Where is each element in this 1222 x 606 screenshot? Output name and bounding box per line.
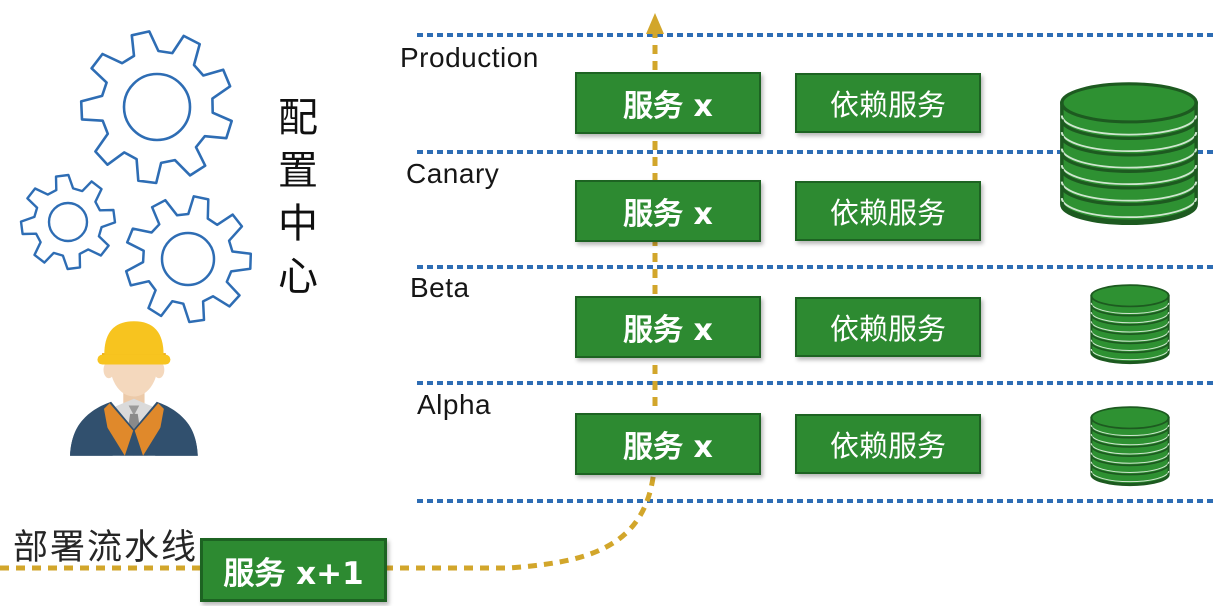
arrow-head-icon (646, 13, 664, 34)
database-icon-large (1060, 82, 1198, 226)
database-icon-alpha (1090, 406, 1170, 487)
env-label-canary: Canary (406, 158, 500, 189)
dependency-box-canary: 依赖服务 (795, 181, 981, 241)
env-separator-line (417, 265, 1216, 269)
env-separator-line (417, 150, 1216, 154)
dependency-box-alpha: 依赖服务 (795, 414, 981, 474)
service-box-alpha: 服务 x (575, 413, 761, 475)
service-box-production: 服务 x (575, 72, 761, 134)
env-label-production: Production (400, 42, 539, 73)
env-label-beta: Beta (410, 272, 470, 303)
gears-icon (19, 30, 253, 324)
env-separator-line (417, 499, 1216, 503)
env-separator-line (417, 33, 1216, 37)
engineer-avatar (70, 321, 198, 456)
dependency-box-beta: 依赖服务 (795, 297, 981, 357)
config-center-label: 配置中心 (271, 96, 317, 308)
service-box-beta: 服务 x (575, 296, 761, 358)
dependency-box-production: 依赖服务 (795, 73, 981, 133)
deploy-pipeline-label: 部署流水线 (13, 528, 199, 568)
service-box-next-version: 服务 x+1 (200, 538, 387, 602)
env-separator-line (417, 381, 1216, 385)
database-icon-beta (1090, 284, 1170, 365)
service-box-canary: 服务 x (575, 180, 761, 242)
env-label-alpha: Alpha (417, 389, 492, 420)
